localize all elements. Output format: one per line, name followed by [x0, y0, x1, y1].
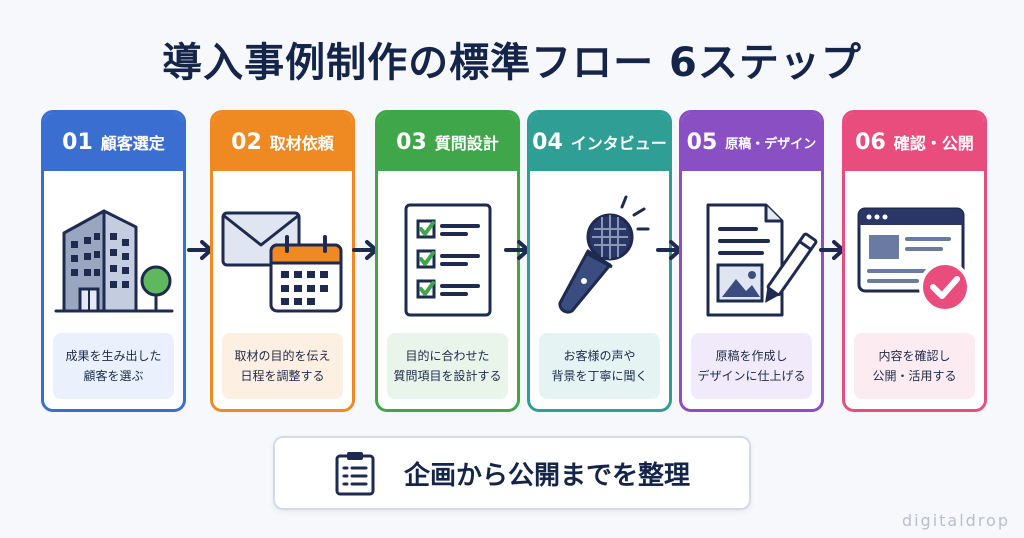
envelope-calendar-icon	[221, 211, 343, 313]
description-line: 原稿を作成し	[715, 349, 788, 363]
step-card-06: 06 確認・公開 内容を確認し 公開・活用する	[842, 110, 987, 412]
step-description-04: お客様の声や 背景を丁寧に聞く	[539, 333, 660, 399]
step-number: 04	[532, 129, 563, 155]
step-description-02: 取材の目的を伝え 日程を調整する	[222, 333, 343, 399]
step-description-03: 目的に合わせた 質問項目を設計する	[387, 333, 508, 399]
checklist-icon	[404, 203, 492, 317]
document-pen-icon	[706, 203, 818, 317]
step-label: 質問設計	[434, 134, 499, 153]
step-label: 原稿・デザイン	[725, 136, 817, 152]
description-line: 日程を調整する	[240, 369, 325, 383]
step-card-01: 01 顧客選定 成果を生み出した 顧客を選ぶ	[41, 110, 186, 412]
description-line: 質問項目を設計する	[393, 369, 502, 383]
step-card-02: 02 取材依頼 取材の目的を伝え 日程を調整する	[210, 110, 355, 412]
step-header-02: 02 取材依頼	[213, 113, 352, 171]
page-title: 導入事例制作の標準フロー 6ステップ	[162, 40, 862, 86]
description-line: 内容を確認し	[878, 349, 951, 363]
description-line: お客様の声や	[563, 349, 636, 363]
step-header-01: 01 顧客選定	[44, 113, 183, 171]
office-building-icon	[54, 209, 174, 313]
description-line: 成果を生み出した	[65, 349, 162, 363]
step-number: 02	[231, 129, 262, 155]
microphone-icon	[558, 195, 650, 314]
step-label: 顧客選定	[100, 134, 165, 153]
description-line: 背景を丁寧に聞く	[551, 369, 648, 383]
summary-text: 企画から公開までを整理	[403, 460, 690, 491]
description-line: 顧客を選ぶ	[83, 369, 144, 383]
browser-check-icon	[857, 207, 971, 313]
description-line: 取材の目的を伝え	[234, 349, 331, 363]
step-description-01: 成果を生み出した 顧客を選ぶ	[53, 333, 174, 399]
step-label: 取材依頼	[269, 134, 334, 153]
watermark: digitaldrop	[901, 511, 1010, 530]
step-header-05: 05 原稿・デザイン	[682, 113, 821, 171]
step-number: 06	[855, 129, 886, 155]
step-header-06: 06 確認・公開	[845, 113, 984, 171]
step-header-04: 04 インタビュー	[530, 113, 669, 171]
description-line: デザインに仕上げる	[697, 369, 806, 383]
step-card-05: 05 原稿・デザイン 原稿を作成し デザインに仕上げる	[679, 110, 824, 412]
step-description-06: 内容を確認し 公開・活用する	[854, 333, 975, 399]
step-label: インタビュー	[570, 134, 667, 153]
step-number: 01	[62, 129, 93, 155]
summary-box: 企画から公開までを整理	[273, 436, 751, 510]
clipboard-icon	[335, 452, 375, 496]
step-header-03: 03 質問設計	[378, 113, 517, 171]
step-card-04: 04 インタビュー お客様の声や 背景を丁寧に聞く	[527, 110, 672, 412]
step-number: 05	[686, 129, 718, 155]
step-label: 確認・公開	[893, 134, 974, 153]
description-line: 公開・活用する	[872, 369, 957, 383]
step-description-05: 原稿を作成し デザインに仕上げる	[691, 333, 812, 399]
description-line: 目的に合わせた	[405, 349, 490, 363]
step-number: 03	[396, 129, 427, 155]
step-card-03: 03 質問設計 目的に合わせた 質問項目を設計する	[375, 110, 520, 412]
